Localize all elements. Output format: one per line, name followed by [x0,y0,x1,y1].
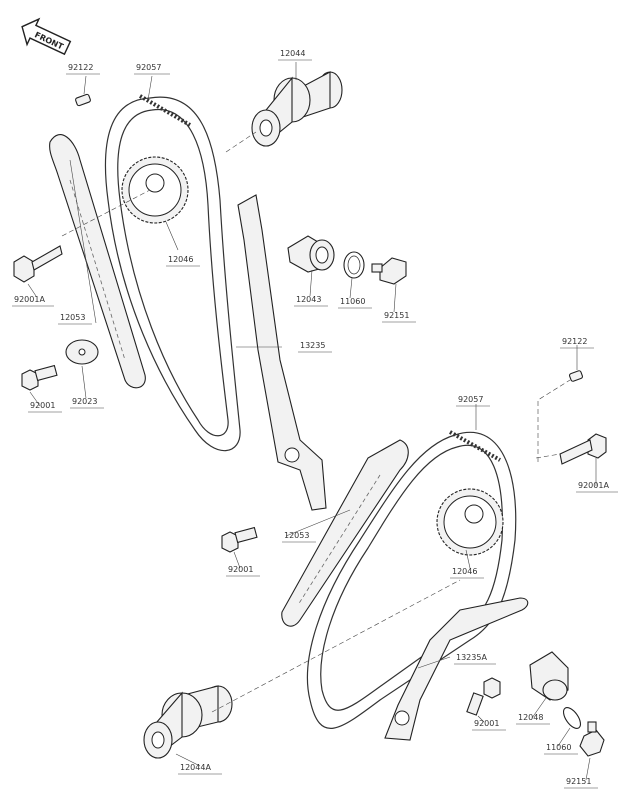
callout-label: 92122 [562,337,587,346]
callout-label: 92122 [68,63,93,72]
callout-92001-rear: 92001 [226,565,260,577]
callout-92057-rear: 92057 [456,395,490,407]
callout-label: 12046 [168,255,193,264]
callout-92023: 92023 [70,397,104,409]
callout-12044: 12044 [278,49,312,61]
callout-12043: 12043 [294,295,328,307]
rear-tensioner-body [529,651,569,701]
rear-guide-bolt-1 [221,526,258,553]
rear-chain-tensioner-guide [384,597,529,741]
front-chain-tensioner-guide [237,194,327,511]
rear-sprocket-bolt [559,433,607,465]
callout-12044A: 12044A [178,763,222,775]
callout-label: 92151 [566,777,591,786]
callout-11060: 11060 [338,297,372,309]
callout-label: 12048 [518,713,543,722]
callout-label: 92023 [72,397,97,406]
callout-label: 13235A [456,653,487,662]
callout-label: 13235 [300,341,325,350]
callout-92001: 92001 [28,401,62,413]
rear-tensioner-cap-bolt [579,721,605,757]
front-tensioner-body [287,235,335,273]
rear-dowel-pin [569,370,583,382]
callout-label: 12044 [280,49,305,58]
leader-lines [27,62,597,781]
callout-11060-rear: 11060 [544,743,578,755]
front-dowel-pin [75,93,91,107]
rear-tensioner-bolt [466,677,501,716]
callout-label: 92001 [30,401,55,410]
front-chain-guide [49,134,146,389]
front-guide-bolt [21,364,58,391]
callout-92001A: 92001A [12,295,54,307]
callout-label: 12044A [180,763,211,772]
callout-13235: 13235 [298,341,332,353]
callout-label: 12053 [284,531,309,540]
callout-92122: 92122 [66,63,100,75]
callout-label: 11060 [546,743,571,752]
rear-gasket [562,707,582,729]
callout-12053-rear: 12053 [282,531,316,543]
callout-12048: 12048 [516,713,550,725]
callout-92001-rear-tensioner: 92001 [472,719,506,731]
callout-12053: 12053 [58,313,92,325]
front-arrow-icon: FRONT [21,17,72,56]
front-sprocket-bolt [13,245,63,283]
rear-camshaft [143,685,233,759]
front-washer [65,339,99,365]
front-camshaft [251,71,343,147]
front-cam-chain [104,94,241,452]
front-gasket [343,251,365,279]
callout-label: 11060 [340,297,365,306]
callout-label: 92001 [228,565,253,574]
callout-label: 12046 [452,567,477,576]
callout-label: 92001 [474,719,499,728]
callout-12046-rear: 12046 [450,567,484,579]
callout-label: 92001A [14,295,45,304]
callout-92001A-rear: 92001A [576,481,618,493]
callout-92151-rear: 92151 [564,777,598,789]
rear-chain-guide [281,439,409,627]
callout-label: 92001A [578,481,609,490]
front-cam-sprocket [121,156,189,224]
callout-label: 92151 [384,311,409,320]
callout-92122-rear: 92122 [560,337,594,349]
callout-92151: 92151 [382,311,416,323]
rear-cam-sprocket [436,488,504,556]
callout-label: 92057 [458,395,483,404]
front-tensioner-cap-bolt [371,257,407,285]
callout-label: 92057 [136,63,161,72]
callout-label: 12043 [296,295,321,304]
callout-13235A: 13235A [454,653,496,665]
callout-label: 12053 [60,313,85,322]
callout-12046: 12046 [166,255,200,267]
callout-92057: 92057 [134,63,170,75]
